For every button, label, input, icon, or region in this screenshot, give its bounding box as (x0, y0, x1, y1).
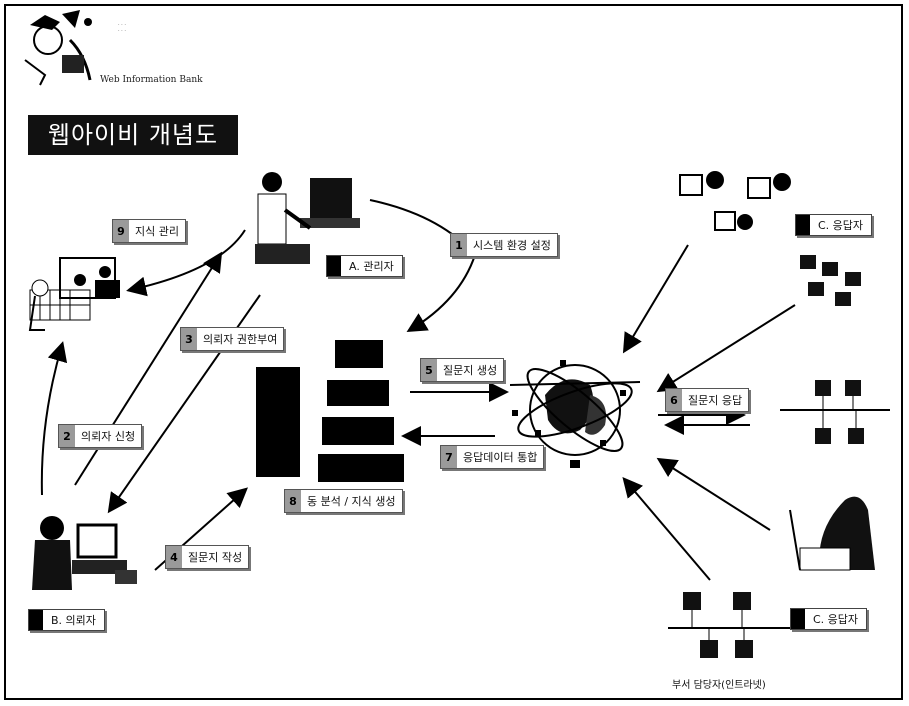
lan-network-right-illustration (780, 380, 890, 444)
page-title: 웹아이비 개념도 (28, 115, 238, 155)
step-number: 3 (181, 328, 197, 350)
network-globe-illustration (512, 360, 633, 468)
step-label: 질문지 작성 (188, 551, 243, 564)
role-respondent-top: C. 응답자 (795, 214, 873, 236)
step-label: 의뢰자 권한부여 (203, 333, 278, 346)
step-6-answer-questionnaire: 6 질문지 응답 (665, 388, 750, 412)
role-requester: B. 의뢰자 (28, 609, 105, 631)
step-number: 2 (59, 425, 75, 447)
step-number: 1 (451, 234, 467, 256)
logo-illustration (24, 10, 92, 86)
diagram-frame (4, 4, 903, 700)
role-admin: A. 관리자 (326, 255, 403, 277)
role-label: C. 응답자 (813, 613, 859, 626)
step-number: 8 (285, 490, 301, 512)
step-4-write-questionnaire: 4 질문지 작성 (165, 545, 250, 569)
step-number: 5 (421, 359, 437, 381)
role-label: C. 응답자 (818, 219, 864, 232)
intranet-caption: 부서 담당자(인트라넷) (672, 680, 766, 691)
step-number: 7 (441, 446, 457, 468)
step-number: 4 (166, 546, 182, 568)
meeting-illustration (28, 257, 120, 331)
step-3-grant-permission: 3 의뢰자 권한부여 (180, 327, 285, 351)
role-label: A. 관리자 (349, 260, 394, 273)
step-number: 9 (113, 220, 129, 242)
phone-respondent-illustration (789, 496, 875, 571)
bank-label: Web Information Bank (100, 75, 203, 85)
step-label: 질문지 응답 (688, 394, 743, 407)
role-marker (796, 215, 810, 235)
step-5-create-questionnaire: 5 질문지 생성 (420, 358, 505, 382)
role-marker (327, 256, 341, 276)
role-label: B. 의뢰자 (51, 614, 96, 627)
role-respondent-bottom: C. 응답자 (790, 608, 868, 630)
step-7-integrate-response-data: 7 응답데이터 통합 (440, 445, 545, 469)
step-label: 질문지 생성 (443, 364, 498, 377)
step-label: 의뢰자 신청 (81, 430, 136, 443)
step-1-system-setup: 1 시스템 환경 설정 (450, 233, 558, 257)
lan-network-bottom-illustration (668, 592, 790, 658)
step-number: 6 (666, 389, 682, 411)
step-label: 시스템 환경 설정 (473, 239, 551, 252)
respondents-top-illustration (679, 171, 861, 306)
role-marker (29, 610, 43, 630)
step-label: 응답데이터 통합 (463, 451, 538, 464)
requester-illustration (32, 516, 137, 590)
step-9-knowledge-management: 9 지식 관리 (112, 219, 186, 243)
step-label: 지식 관리 (135, 225, 179, 238)
server-database-illustration (256, 340, 404, 482)
administrator-illustration (255, 172, 360, 264)
step-8-analysis-knowledge-generation: 8 동 분석 / 지식 생성 (284, 489, 403, 513)
step-2-request-application: 2 의뢰자 신청 (58, 424, 143, 448)
step-label: 동 분석 / 지식 생성 (307, 495, 396, 508)
logo-small-text: · · ·· · · (118, 22, 126, 34)
role-marker (791, 609, 805, 629)
